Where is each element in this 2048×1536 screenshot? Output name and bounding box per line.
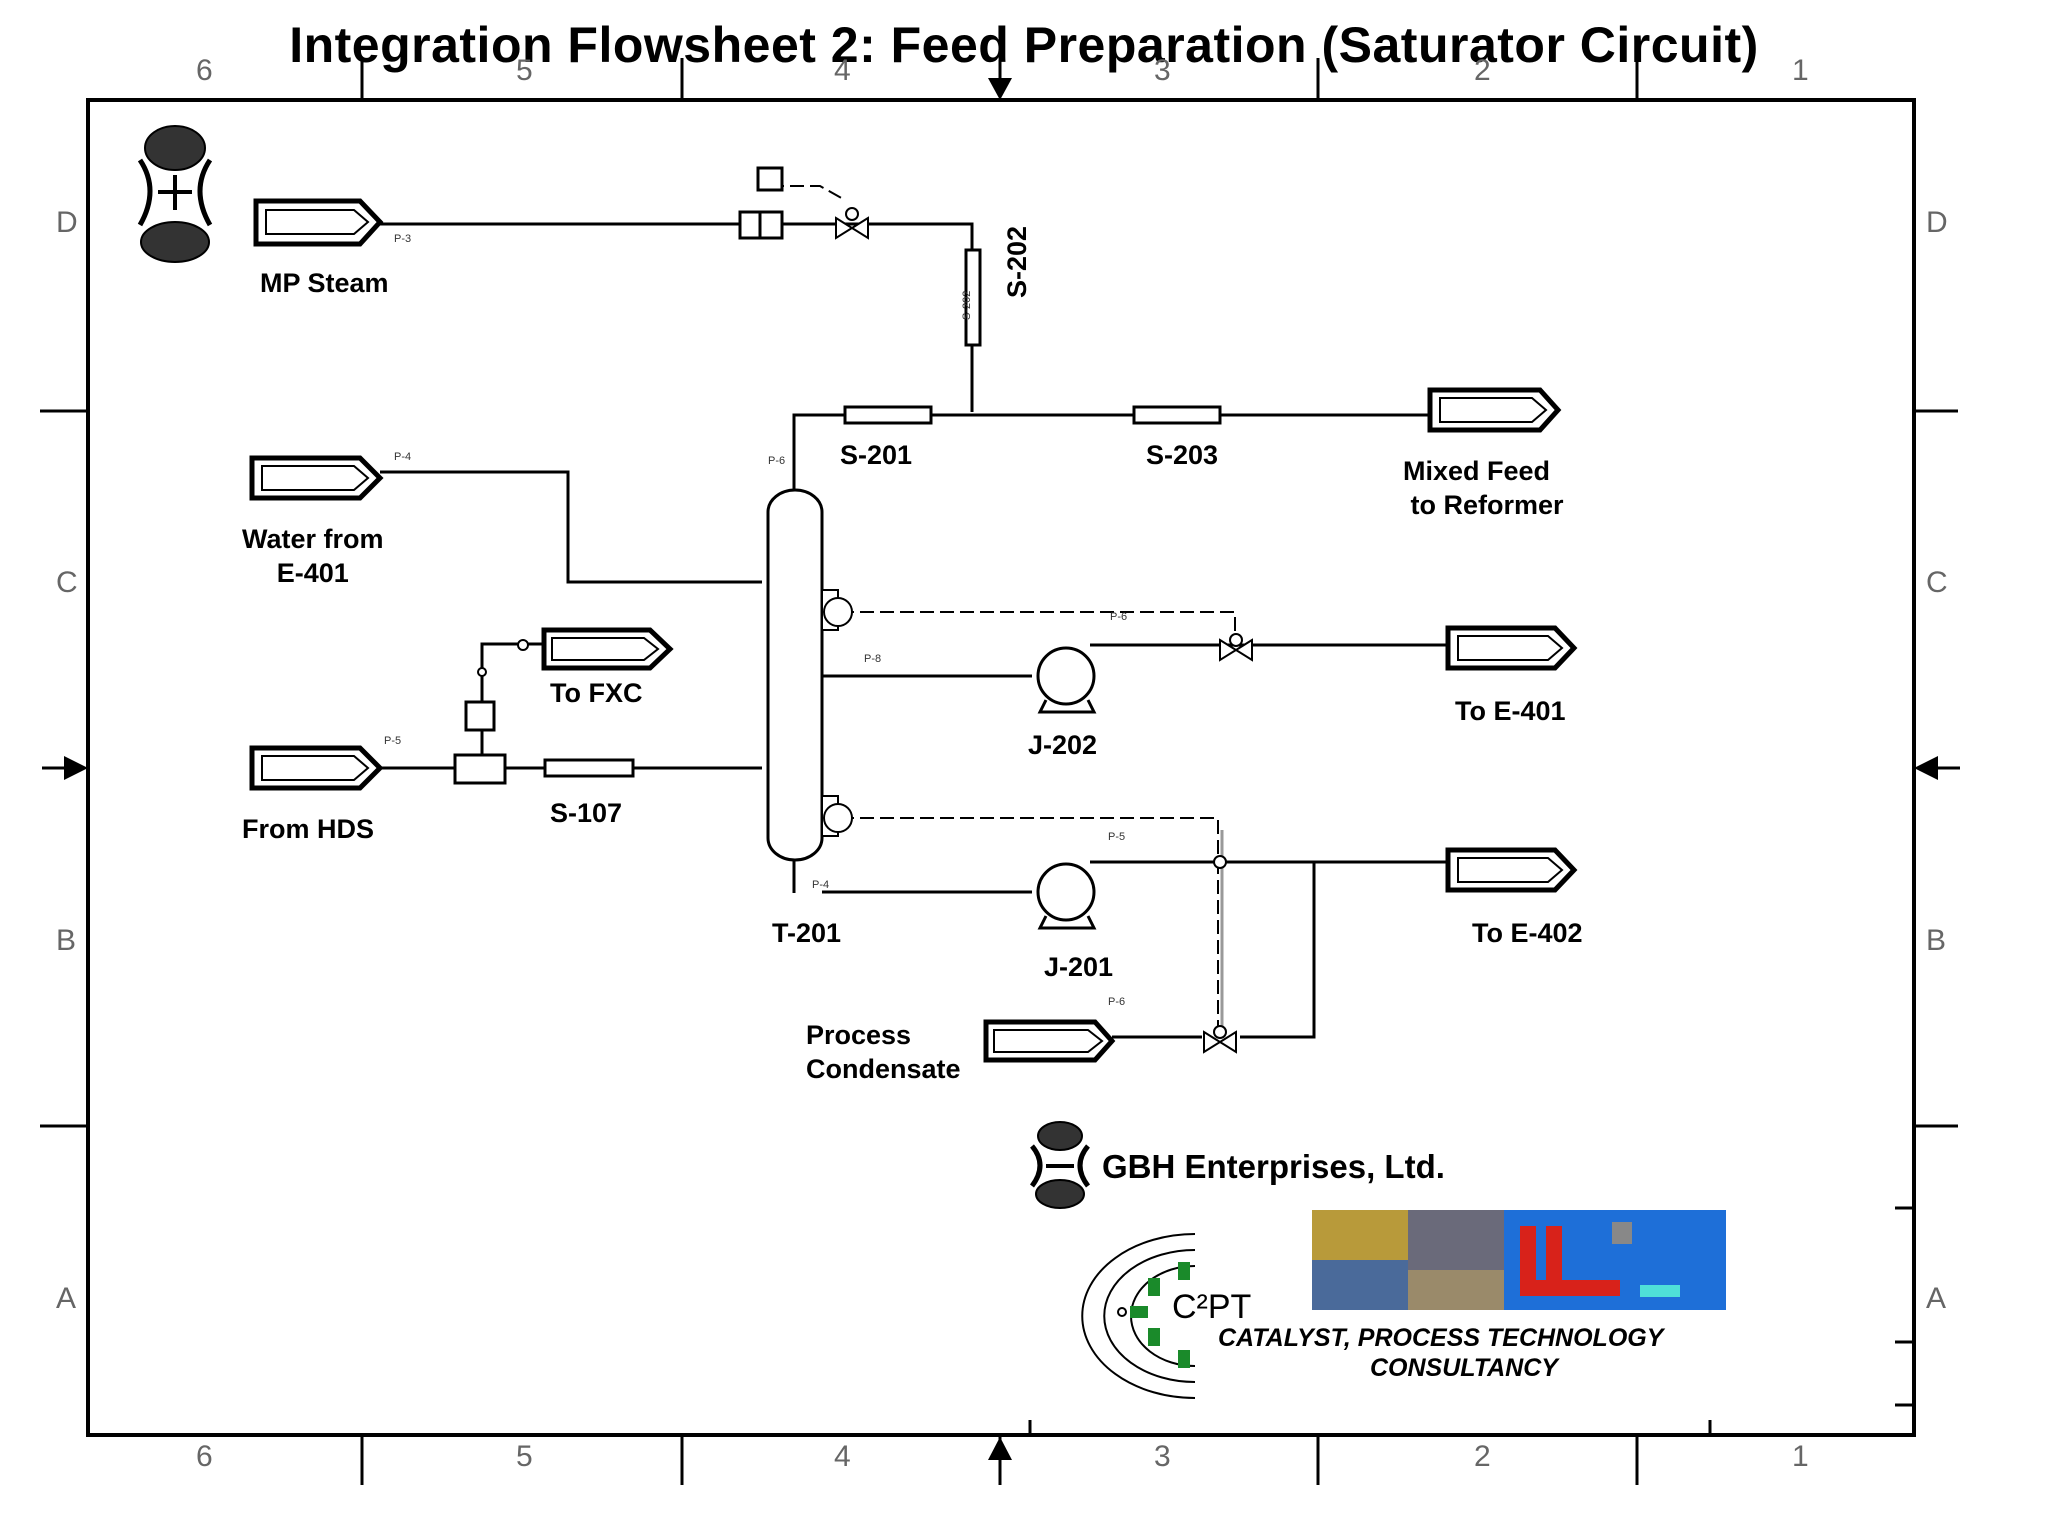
label-from-hds: From HDS: [242, 814, 375, 844]
tag-texts: P-3 P-4 P-5 P-6 P-8 P-4 P-6 P-5 P-6 S-20…: [384, 233, 1127, 1008]
col-label-3: 3: [1154, 54, 1171, 87]
column-t201: [766, 488, 853, 893]
row-label-c-right: C: [1926, 566, 1948, 599]
label-to-e402: To E-402: [1472, 918, 1583, 948]
label-to-fxc: To FXC: [550, 678, 643, 708]
gbh-logo-icon: [137, 125, 213, 263]
svg-text:P-6: P-6: [1110, 611, 1127, 623]
svg-text:P-5: P-5: [384, 735, 401, 747]
row-label-b: B: [56, 924, 77, 957]
row-label-a-right: A: [1926, 1282, 1947, 1315]
svg-text:P-8: P-8: [864, 653, 881, 665]
photo-collage: [1312, 1210, 1726, 1310]
label-s107: S-107: [550, 798, 623, 828]
label-mixed-feed: Mixed Feed to Reformer: [1403, 456, 1564, 520]
label-to-e401: To E-401: [1455, 696, 1566, 726]
company-name: GBH Enterprises, Ltd.: [1102, 1148, 1445, 1185]
col-label-4-bottom: 4: [834, 1440, 851, 1473]
svg-text:P-4: P-4: [812, 879, 829, 891]
col-label-4: 4: [834, 54, 851, 87]
svg-text:P-6: P-6: [1108, 996, 1125, 1008]
col-label-2: 2: [1474, 54, 1491, 87]
label-water-from: Water from E-401: [242, 524, 384, 588]
label-j201: J-201: [1044, 952, 1114, 982]
label-j202: J-202: [1028, 730, 1098, 760]
row-label-c: C: [56, 566, 78, 599]
label-process-condensate: Process Condensate: [806, 1020, 961, 1084]
label-s202: S-202: [1002, 225, 1032, 298]
col-label-5-bottom: 5: [516, 1440, 533, 1473]
col-label-6-bottom: 6: [196, 1440, 213, 1473]
svg-text:S-202: S-202: [961, 291, 973, 320]
c2pt-text: C²PT: [1172, 1288, 1252, 1326]
svg-text:P-3: P-3: [394, 233, 411, 245]
col-label-2-bottom: 2: [1474, 1440, 1491, 1473]
col-label-3-bottom: 3: [1154, 1440, 1171, 1473]
col-label-1: 1: [1792, 54, 1809, 87]
svg-text:P-5: P-5: [1108, 831, 1125, 843]
label-mp-steam: MP Steam: [260, 268, 389, 298]
page-title: Integration Flowsheet 2: Feed Preparatio…: [289, 17, 1759, 73]
col-label-1-bottom: 1: [1792, 1440, 1809, 1473]
row-label-d: D: [56, 206, 78, 239]
consultancy-line-1: CATALYST, PROCESS TECHNOLOGY: [1218, 1324, 1664, 1352]
label-t201: T-201: [772, 918, 842, 948]
row-label-d-right: D: [1926, 206, 1948, 239]
offpage-connector-icon: [249, 198, 1578, 1063]
row-label-b-right: B: [1926, 924, 1947, 957]
svg-text:P-6: P-6: [768, 455, 785, 467]
flow-element-icon: [453, 166, 784, 785]
label-s203: S-203: [1146, 440, 1219, 470]
c2pt-logo-icon: [1081, 1233, 1196, 1399]
centering-arrows: [42, 60, 1960, 1485]
svg-text:P-4: P-4: [394, 451, 411, 463]
signal-lines: [770, 185, 1236, 1027]
row-label-a: A: [56, 1282, 77, 1315]
label-s201: S-201: [840, 440, 913, 470]
pump-icon: [1036, 646, 1097, 930]
consultancy-line-2: CONSULTANCY: [1370, 1354, 1558, 1382]
control-valve-icon: [477, 207, 1253, 1054]
gbh-logo-icon: [1029, 1121, 1091, 1209]
col-label-6: 6: [196, 54, 213, 87]
process-lines: [380, 222, 1448, 1039]
col-label-5: 5: [516, 54, 533, 87]
inline-equipment: [543, 248, 1222, 778]
